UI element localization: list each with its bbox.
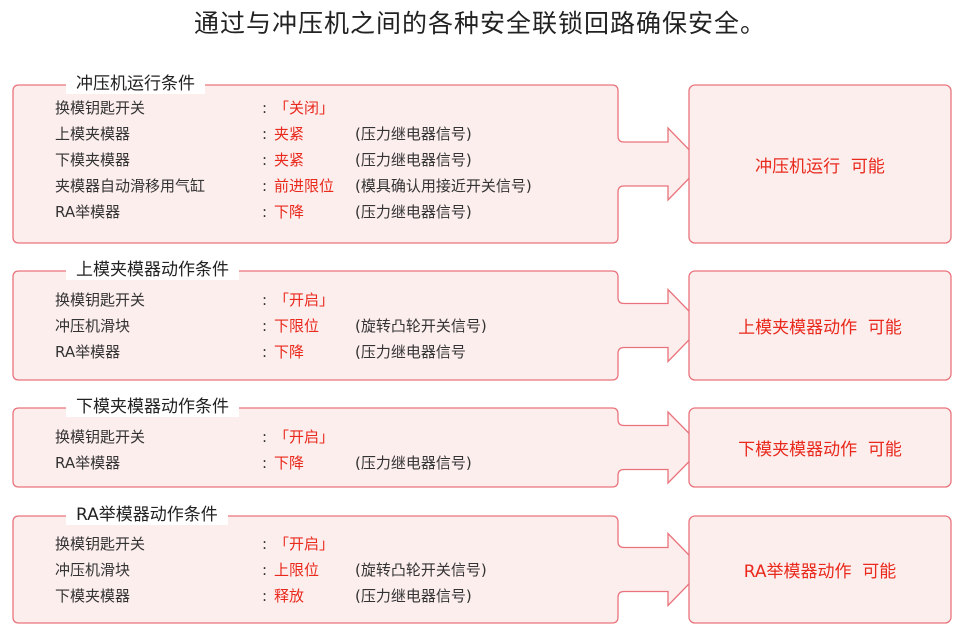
signal-note: (压力继电器信号) (355, 587, 472, 605)
signal-note: (压力继电器信号 (355, 343, 466, 361)
colon-separator: : (262, 428, 268, 446)
press-run-result-text: 冲压机运行 可能 (755, 156, 885, 177)
colon-separator: : (262, 587, 268, 605)
colon-separator: : (262, 317, 268, 335)
condition-row: 下模夹模器: 释放 (压力继电器信号) (0, 586, 620, 606)
condition-row: 换模钥匙开关: 「关闭」 (0, 98, 620, 118)
signal-note: (压力继电器信号) (355, 203, 472, 221)
press-run-heading: 冲压机运行条件 (66, 74, 205, 94)
condition-label: 换模钥匙开关 (55, 291, 146, 309)
press-run-result-box (688, 84, 952, 244)
ra-lifter-result-text: RA举模器动作 可能 (743, 562, 897, 582)
upper-clamp-result-box (688, 270, 952, 381)
colon-separator: : (262, 291, 268, 309)
ra-lifter-result-box (688, 515, 952, 624)
upper-clamp-condition-box-arrow (12, 270, 704, 381)
lower-clamp-heading: 下模夹模器动作条件 (66, 397, 239, 417)
condition-label: 冲压机滑块 (55, 317, 131, 335)
press-run-condition-box-arrow (12, 84, 704, 244)
condition-label: 上模夹模器 (55, 125, 131, 143)
colon-separator: : (262, 125, 268, 143)
condition-value: 下限位 (274, 317, 320, 335)
condition-row: 夹模器自动滑移用气缸: 前进限位 (模具确认用接近开关信号) (0, 176, 620, 196)
upper-clamp-result-text: 上模夹模器动作 可能 (738, 318, 902, 338)
colon-separator: : (262, 561, 268, 579)
condition-label: 下模夹模器 (55, 587, 131, 605)
condition-label: 下模夹模器 (55, 151, 131, 169)
signal-note: (模具确认用接近开关信号) (355, 177, 532, 195)
condition-row: 换模钥匙开关: 「开启」 (0, 534, 620, 554)
condition-label: RA举模器 (55, 454, 121, 472)
condition-label: 换模钥匙开关 (55, 535, 146, 553)
condition-label: 换模钥匙开关 (55, 99, 146, 117)
condition-value: 夹紧 (274, 151, 305, 169)
signal-note: (压力继电器信号) (355, 454, 472, 472)
signal-note: (旋转凸轮开关信号) (355, 561, 487, 579)
condition-row: 冲压机滑块: 上限位 (旋转凸轮开关信号) (0, 560, 620, 580)
condition-value: 释放 (274, 587, 305, 605)
condition-row: 下模夹模器: 夹紧 (压力继电器信号) (0, 150, 620, 170)
condition-value: 前进限位 (274, 177, 335, 195)
condition-value: 上限位 (274, 561, 320, 579)
colon-separator: : (262, 177, 268, 195)
condition-value: 「开启」 (274, 535, 335, 553)
colon-separator: : (262, 535, 268, 553)
condition-row: RA举模器: 下降 (压力继电器信号) (0, 453, 620, 473)
condition-value: 夹紧 (274, 125, 305, 143)
colon-separator: : (262, 454, 268, 472)
condition-value: 「关闭」 (274, 99, 335, 117)
colon-separator: : (262, 343, 268, 361)
signal-note: (旋转凸轮开关信号) (355, 317, 487, 335)
page-title: 通过与冲压机之间的各种安全联锁回路确保安全。 (193, 9, 766, 38)
condition-label: 换模钥匙开关 (55, 428, 146, 446)
condition-row: 换模钥匙开关: 「开启」 (0, 427, 620, 447)
condition-value: 下降 (274, 203, 305, 221)
condition-row: RA举模器: 下降 (压力继电器信号) (0, 202, 620, 222)
colon-separator: : (262, 99, 268, 117)
signal-note: (压力继电器信号) (355, 151, 472, 169)
lower-clamp-result-box (688, 407, 952, 488)
upper-clamp-heading: 上模夹模器动作条件 (66, 260, 239, 280)
colon-separator: : (262, 151, 268, 169)
condition-label: 夹模器自动滑移用气缸 (55, 177, 206, 195)
lower-clamp-result-text: 下模夹模器动作 可能 (738, 440, 902, 460)
ra-lifter-condition-box-arrow (12, 515, 704, 624)
colon-separator: : (262, 203, 268, 221)
condition-label: RA举模器 (55, 203, 121, 221)
condition-value: 下降 (274, 454, 305, 472)
condition-value: 下降 (274, 343, 305, 361)
condition-label: 冲压机滑块 (55, 561, 131, 579)
condition-value: 「开启」 (274, 291, 335, 309)
signal-note: (压力继电器信号) (355, 125, 472, 143)
ra-lifter-heading: RA举模器动作条件 (66, 505, 228, 525)
condition-row: 冲压机滑块: 下限位 (旋转凸轮开关信号) (0, 316, 620, 336)
condition-row: 上模夹模器: 夹紧 (压力继电器信号) (0, 124, 620, 144)
lower-clamp-condition-box-arrow (12, 407, 704, 488)
condition-value: 「开启」 (274, 428, 335, 446)
condition-row: 换模钥匙开关: 「开启」 (0, 290, 620, 310)
condition-label: RA举模器 (55, 343, 121, 361)
condition-row: RA举模器: 下降 (压力继电器信号 (0, 342, 620, 362)
